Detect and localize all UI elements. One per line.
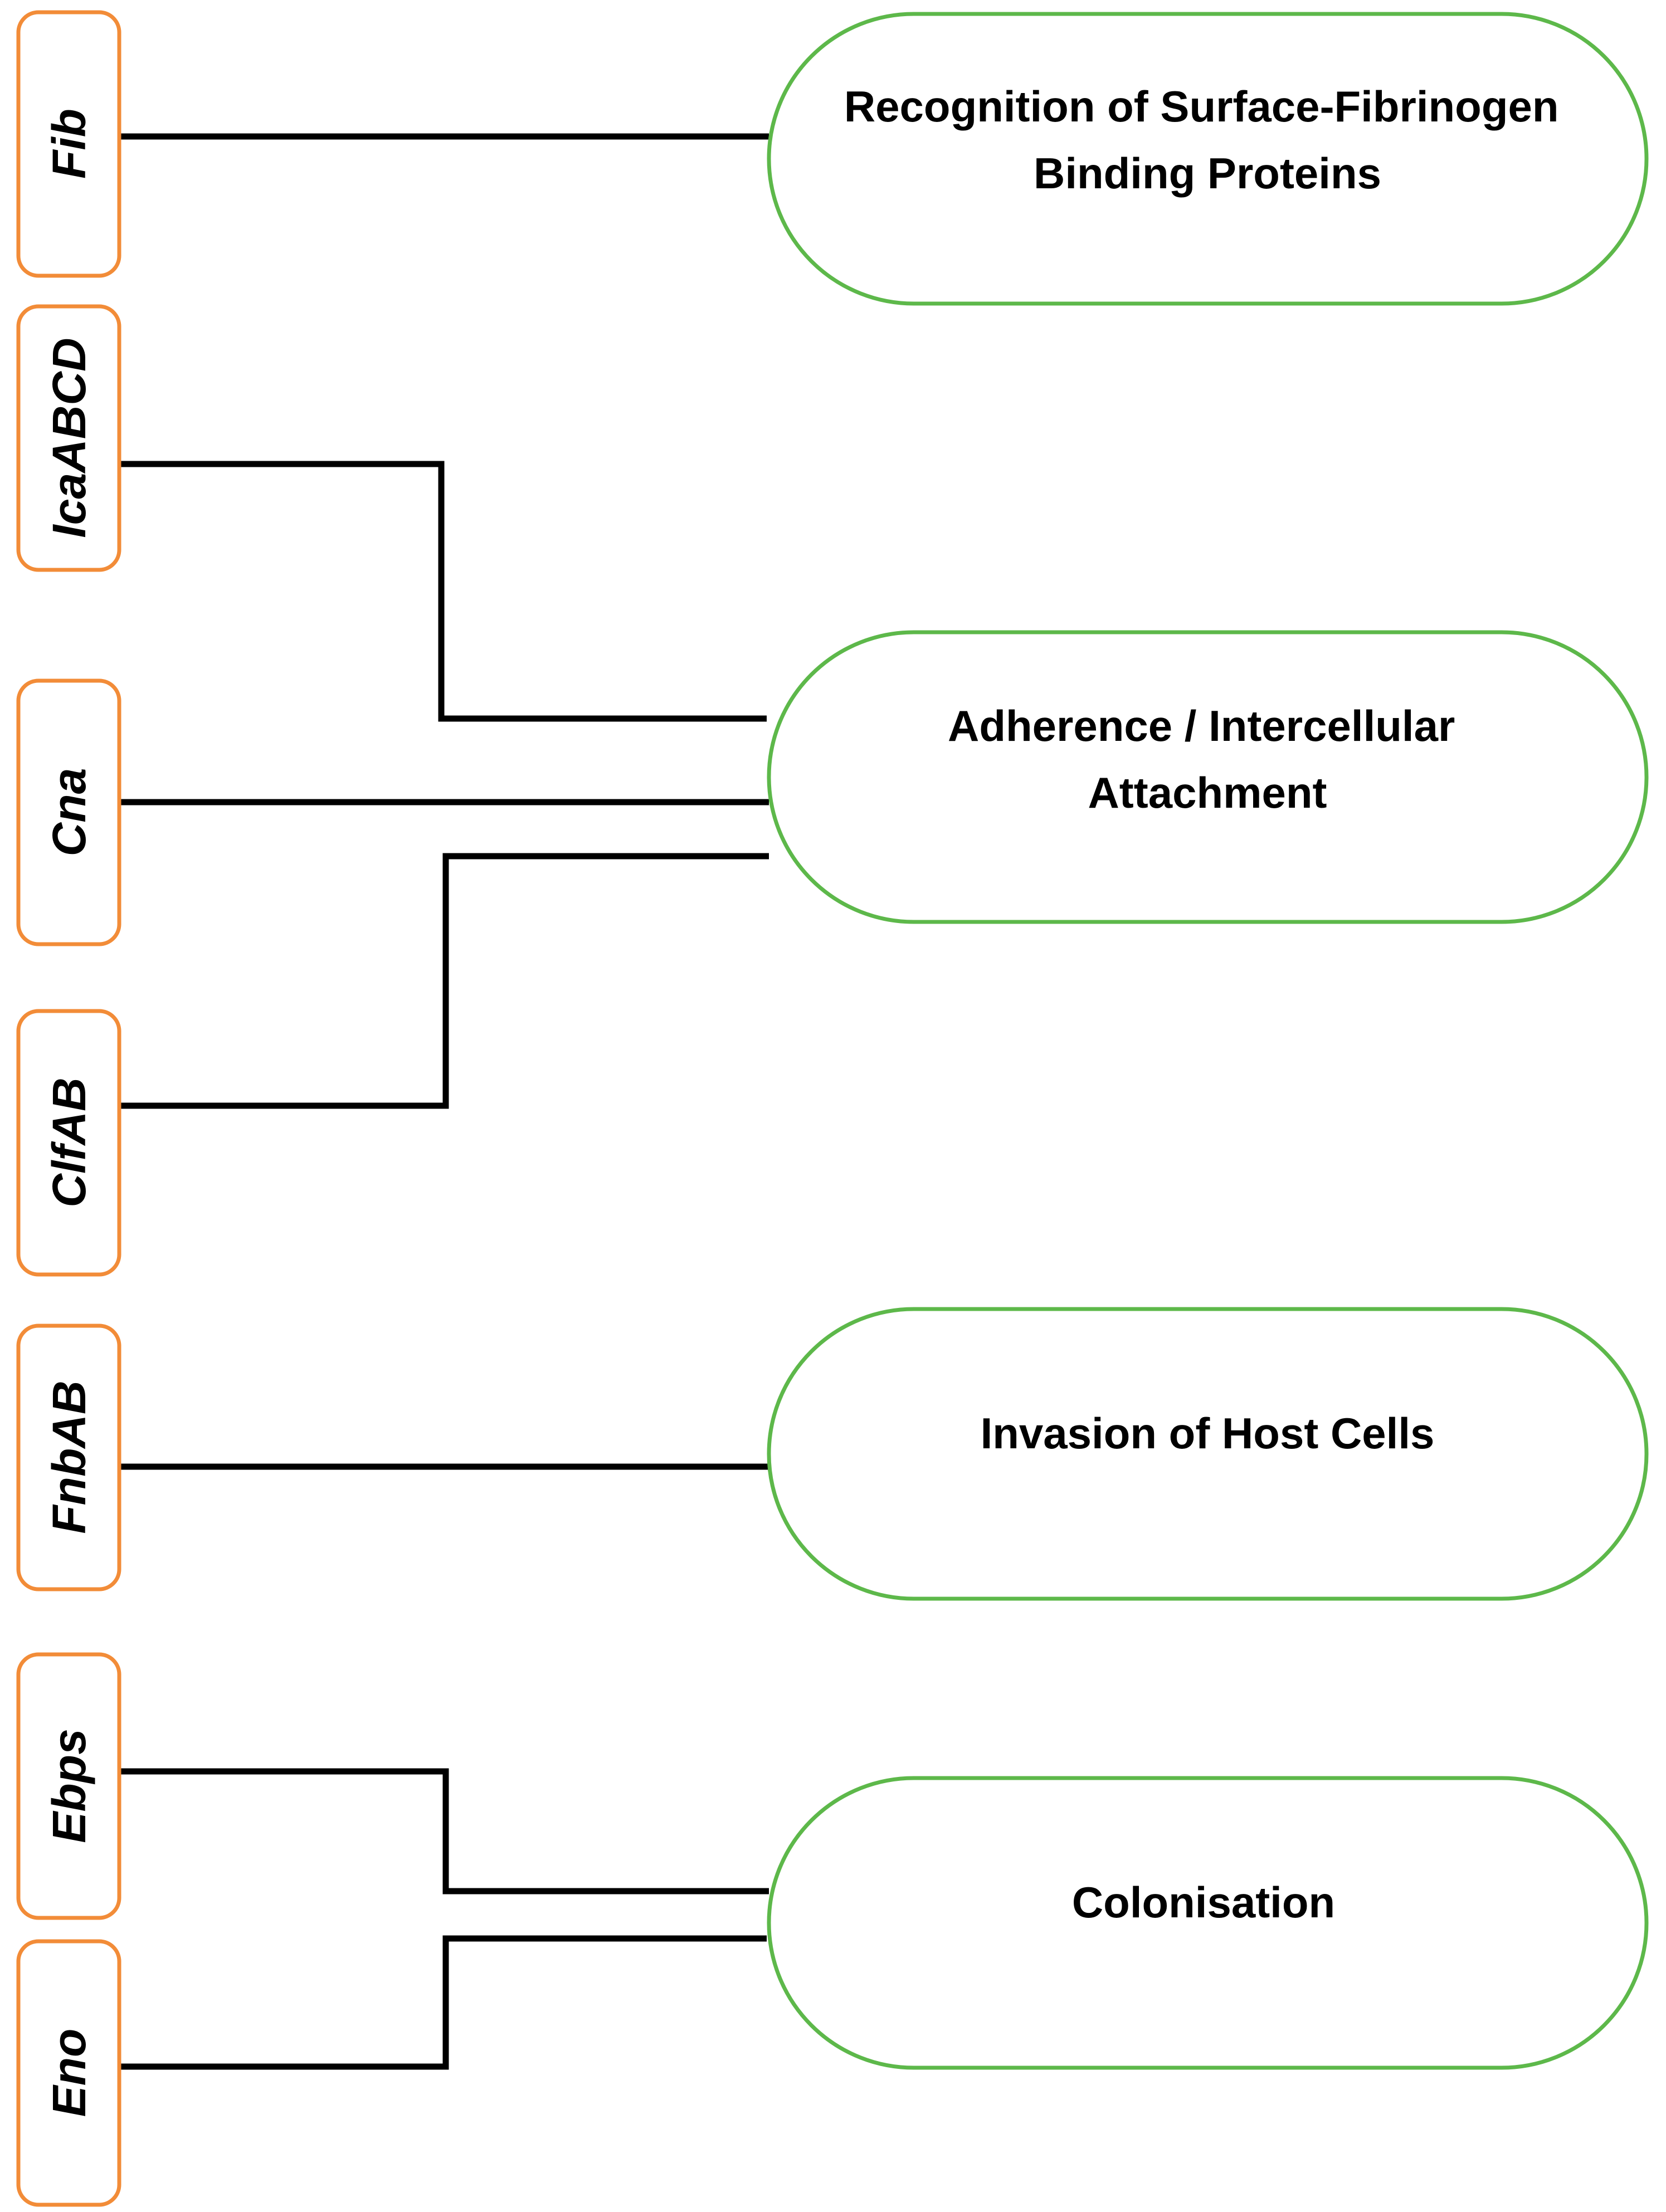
function-label-line: Adherence / Intercellular <box>948 701 1455 750</box>
gene-label: IcaABCD <box>43 338 95 538</box>
svg-text:Recognition of Surface-Fibrino: Recognition of Surface-Fibrinogen Bindin… <box>844 82 1571 198</box>
function-label-line: Invasion of Host Cells <box>981 1409 1435 1458</box>
svg-text:Adherence / Intercellular: Adherence / Intercellular Attachment <box>948 701 1467 817</box>
svg-text:Invasion of Host Cells: Invasion of Host Cells <box>981 1409 1435 1458</box>
svg-text:Colonisation: Colonisation <box>1072 1878 1335 1927</box>
connector-eno <box>119 1935 767 2070</box>
function-pill-invasion: Invasion of Host Cells <box>767 1307 1649 1601</box>
function-label-line: Colonisation <box>1072 1878 1335 1927</box>
function-label-line: Binding Proteins <box>1034 149 1381 198</box>
connector-ebps <box>119 1768 769 1894</box>
gene-label: Cna <box>43 768 95 857</box>
function-pill-recognition: Recognition of Surface-Fibrinogen Bindin… <box>767 12 1649 306</box>
gene-label: Eno <box>43 2029 95 2117</box>
connector-icaabcd <box>119 461 767 722</box>
gene-box-cna: Cna <box>16 678 121 946</box>
gene-label: ClfAB <box>43 1077 95 1207</box>
gene-box-icaabcd: IcaABCD <box>16 304 121 572</box>
gene-label: FnbAB <box>43 1380 95 1534</box>
function-label-line: Attachment <box>1088 768 1327 817</box>
connector-clfab <box>119 853 769 1109</box>
function-pill-colonisation: Colonisation <box>767 1776 1649 2070</box>
gene-label: Fib <box>43 109 95 179</box>
gene-box-clfab: ClfAB <box>16 1009 121 1277</box>
gene-box-fib: Fib <box>16 10 121 278</box>
gene-box-eno: Eno <box>16 1939 121 2207</box>
gene-box-fnbab: FnbAB <box>16 1324 121 1591</box>
function-label-line: Recognition of Surface-Fibrinogen <box>844 82 1559 131</box>
function-pill-adherence: Adherence / Intercellular Attachment <box>767 630 1649 924</box>
gene-label: Ebps <box>43 1728 95 1843</box>
gene-box-ebps: Ebps <box>16 1652 121 1920</box>
